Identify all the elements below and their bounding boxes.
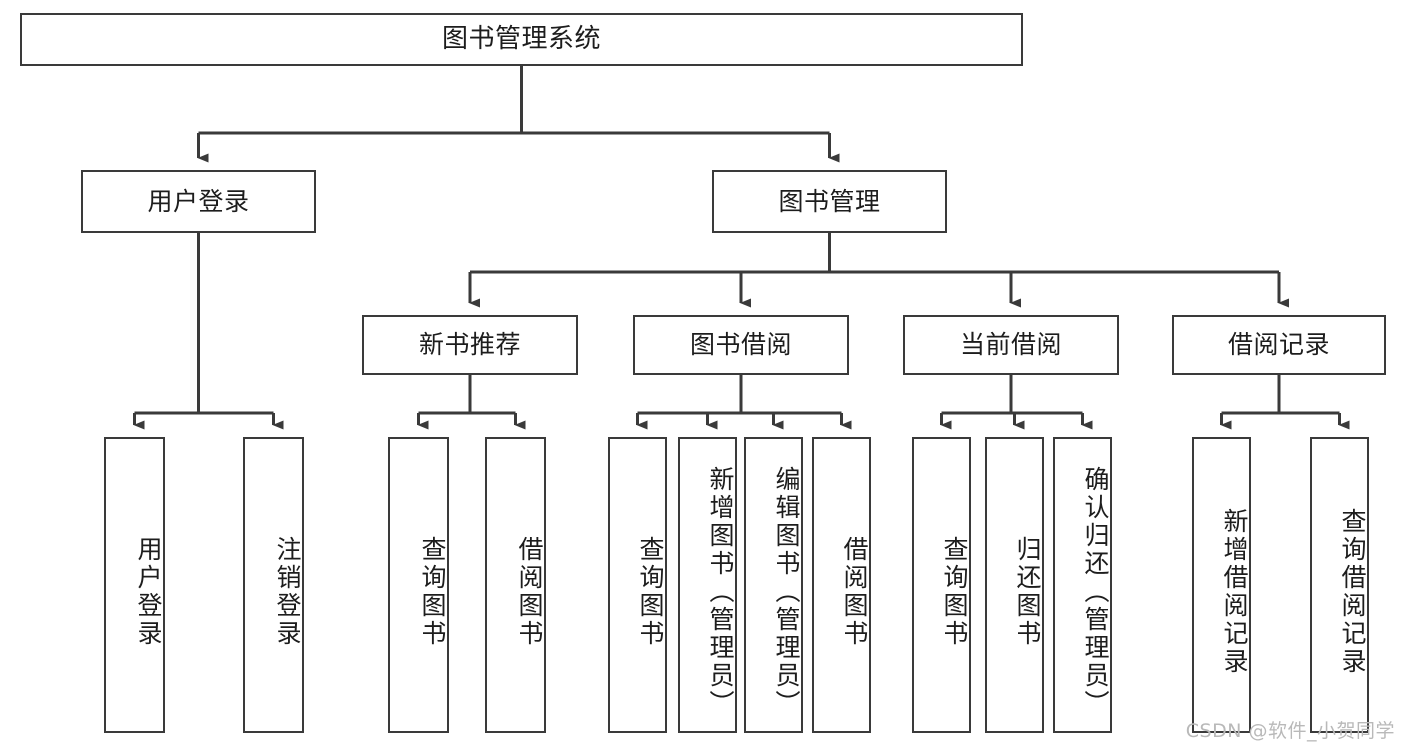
node-leaf-query-book-1[interactable]: 查询图书	[388, 437, 449, 733]
node-leaf-edit-book-label: 编辑图书（管理员）	[772, 466, 801, 718]
node-leaf-query-record-label: 查询借阅记录	[1338, 508, 1367, 676]
node-leaf-confirm-return[interactable]: 确认归还（管理员）	[1053, 437, 1112, 733]
node-book-management[interactable]: 图书管理	[712, 170, 947, 233]
node-borrow-records[interactable]: 借阅记录	[1172, 315, 1386, 375]
node-book-borrow[interactable]: 图书借阅	[633, 315, 849, 375]
node-leaf-confirm-return-label: 确认归还（管理员）	[1081, 466, 1110, 718]
node-leaf-borrow-book-2-label: 借阅图书	[840, 536, 869, 648]
node-leaf-query-book-1-label: 查询图书	[418, 536, 447, 648]
node-leaf-borrow-book-1[interactable]: 借阅图书	[485, 437, 546, 733]
node-new-book-recommend[interactable]: 新书推荐	[362, 315, 578, 375]
node-leaf-add-book[interactable]: 新增图书（管理员）	[678, 437, 737, 733]
node-book-borrow-label: 图书借阅	[689, 330, 792, 360]
node-leaf-query-record[interactable]: 查询借阅记录	[1310, 437, 1369, 733]
node-leaf-return-book[interactable]: 归还图书	[985, 437, 1044, 733]
node-leaf-user-login[interactable]: 用户登录	[104, 437, 165, 733]
node-root-root[interactable]: 图书管理系统	[20, 13, 1023, 66]
csdn-watermark: CSDN @软件_小贺同学	[1185, 720, 1395, 742]
node-leaf-add-record[interactable]: 新增借阅记录	[1192, 437, 1251, 733]
node-leaf-edit-book[interactable]: 编辑图书（管理员）	[744, 437, 803, 733]
node-borrow-records-label: 借阅记录	[1227, 330, 1330, 360]
node-leaf-borrow-book-1-label: 借阅图书	[515, 536, 544, 648]
node-leaf-user-logout[interactable]: 注销登录	[243, 437, 304, 733]
node-leaf-return-book-label: 归还图书	[1013, 536, 1042, 648]
node-leaf-add-book-label: 新增图书（管理员）	[706, 466, 735, 718]
node-current-borrow[interactable]: 当前借阅	[903, 315, 1119, 375]
node-root-root-label: 图书管理系统	[441, 24, 601, 55]
node-leaf-borrow-book-2[interactable]: 借阅图书	[812, 437, 871, 733]
node-leaf-query-book-3-label: 查询图书	[940, 536, 969, 648]
node-new-book-recommend-label: 新书推荐	[418, 330, 521, 360]
node-leaf-user-logout-label: 注销登录	[273, 536, 302, 648]
node-leaf-query-book-3[interactable]: 查询图书	[912, 437, 971, 733]
node-current-borrow-label: 当前借阅	[959, 330, 1062, 360]
node-user-login[interactable]: 用户登录	[81, 170, 316, 233]
node-leaf-add-record-label: 新增借阅记录	[1220, 508, 1249, 676]
node-leaf-user-login-label: 用户登录	[134, 536, 163, 648]
node-leaf-query-book-2-label: 查询图书	[636, 536, 665, 648]
node-book-management-label: 图书管理	[778, 186, 881, 216]
node-user-login-label: 用户登录	[147, 186, 250, 216]
node-leaf-query-book-2[interactable]: 查询图书	[608, 437, 667, 733]
